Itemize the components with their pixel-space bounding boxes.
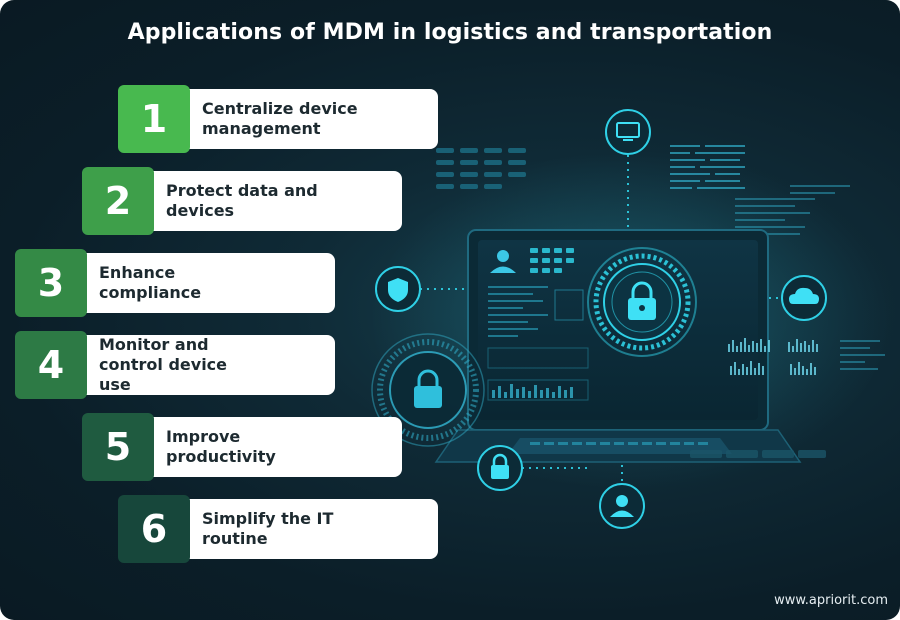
step-label: Simplify the IT routine: [202, 509, 334, 548]
step-card: Monitor and control device use: [83, 335, 335, 395]
step-card: Improve productivity: [150, 417, 402, 477]
step-label: Protect data and devices: [166, 181, 318, 220]
step-label: Enhance compliance: [99, 263, 202, 302]
step-number: 2: [82, 167, 154, 235]
user-icon: [490, 250, 516, 273]
step-card: Enhance compliance: [83, 253, 335, 313]
mdm-illustration: [370, 109, 890, 529]
watermark: www.apriorit.com: [774, 593, 888, 608]
step-label: Improve productivity: [166, 427, 276, 466]
lock-icon: [477, 445, 523, 491]
page-title: Applications of MDM in logistics and tra…: [127, 20, 773, 45]
step-number: 1: [118, 85, 190, 153]
step-card: Centralize device management: [186, 89, 438, 149]
step-label: Centralize device management: [202, 99, 358, 138]
step-card: Simplify the IT routine: [186, 499, 438, 559]
step-label: Monitor and control device use: [99, 335, 228, 394]
lock-icon: [628, 281, 656, 320]
step-number: 6: [118, 495, 190, 563]
step-number: 4: [15, 331, 87, 399]
shield-icon: [375, 266, 421, 312]
user-icon: [599, 483, 645, 529]
lock-icon: [414, 369, 442, 408]
cloud-icon: [781, 275, 827, 321]
step-number: 3: [15, 249, 87, 317]
step-card: Protect data and devices: [150, 171, 402, 231]
monitor-icon: [605, 109, 651, 155]
step-number: 5: [82, 413, 154, 481]
